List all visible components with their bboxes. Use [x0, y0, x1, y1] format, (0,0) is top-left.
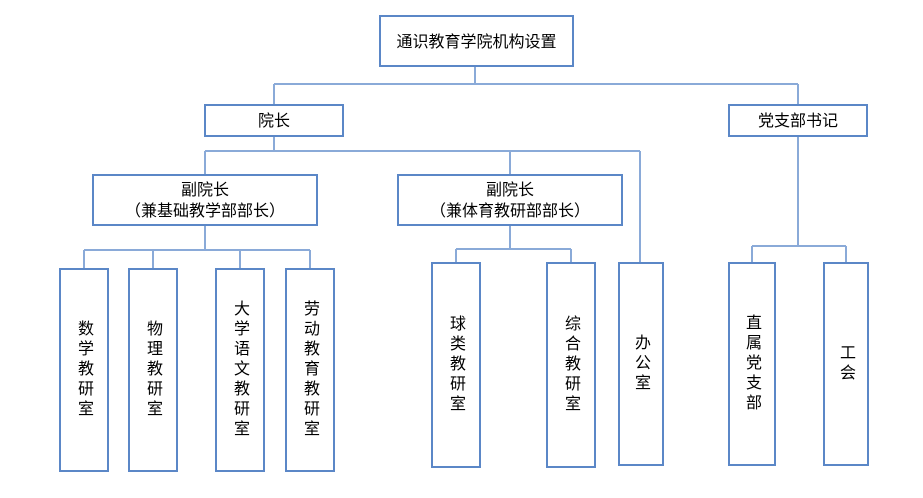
node-dean-label: 院长 [257, 111, 290, 130]
node-party-secretary: 党支部书记 [728, 104, 868, 137]
node-party-secretary-label: 党支部书记 [757, 111, 838, 130]
node-vice-dean-basic-title: 副院长 [180, 180, 229, 199]
node-vice-dean-basic-subtitle: （兼基础教学部部长） [124, 201, 285, 220]
node-root: 通识教育学院机构设置 [379, 15, 574, 67]
node-union-label: 工会 [837, 344, 856, 384]
node-labor-label: 劳动教育教研室 [301, 300, 320, 440]
node-general: 综合教研室 [546, 262, 596, 468]
node-office-label: 办公室 [632, 334, 651, 394]
node-ball: 球类教研室 [431, 262, 481, 468]
node-vice-dean-pe: 副院长 （兼体育教研部部长） [397, 174, 623, 226]
node-labor: 劳动教育教研室 [285, 268, 335, 472]
node-vice-dean-basic: 副院长 （兼基础教学部部长） [92, 174, 318, 226]
node-direct-party-label: 直属党支部 [743, 314, 762, 414]
node-dean: 院长 [204, 104, 344, 137]
node-vice-dean-pe-subtitle: （兼体育教研部部长） [429, 201, 590, 220]
node-physics-label: 物理教研室 [144, 320, 163, 420]
node-chinese: 大学语文教研室 [215, 268, 265, 472]
node-math: 数学教研室 [59, 268, 109, 472]
node-general-label: 综合教研室 [562, 315, 581, 415]
node-physics: 物理教研室 [128, 268, 178, 472]
node-office: 办公室 [618, 262, 664, 466]
node-ball-label: 球类教研室 [447, 315, 466, 415]
node-math-label: 数学教研室 [75, 320, 94, 420]
node-union: 工会 [823, 262, 869, 466]
node-direct-party: 直属党支部 [728, 262, 776, 466]
node-root-label: 通识教育学院机构设置 [396, 31, 557, 51]
node-chinese-label: 大学语文教研室 [231, 300, 250, 440]
node-vice-dean-pe-title: 副院长 [485, 180, 534, 199]
